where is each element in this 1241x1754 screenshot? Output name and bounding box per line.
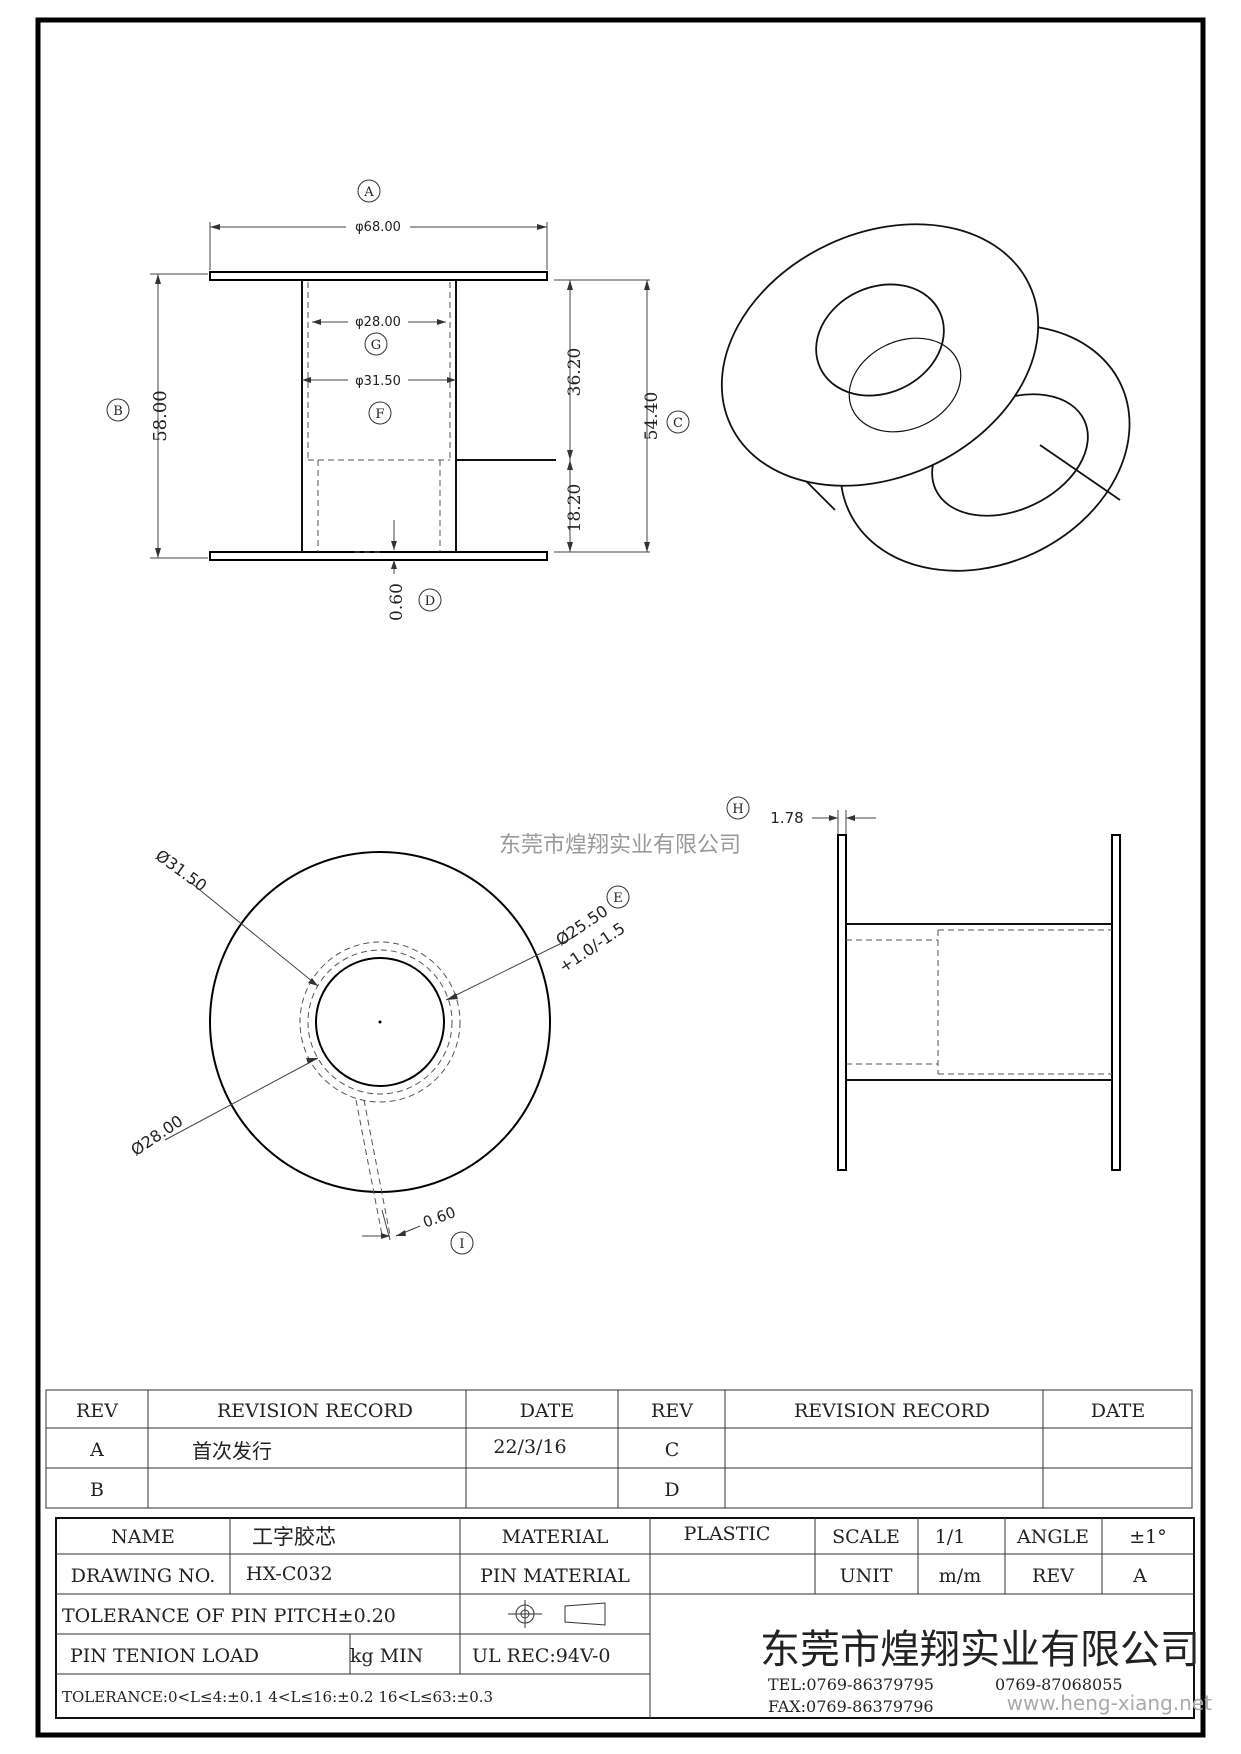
rev-value: A bbox=[1132, 1565, 1147, 1587]
title-block: NAME 工字胶芯 MATERIAL PLASTIC SCALE 1/1 ANG… bbox=[55, 1517, 1200, 1719]
sheet-border bbox=[35, 17, 1206, 1738]
isometric-view bbox=[720, 223, 1131, 572]
tolerance-text: TOLERANCE:0<L≤4:±0.1 4<L≤16:±0.2 16<L≤63… bbox=[62, 1688, 493, 1706]
rev-row-a-record: 首次发行 bbox=[192, 1439, 272, 1463]
rev-row-a-rev2: C bbox=[665, 1439, 680, 1461]
tag-h: H bbox=[732, 802, 743, 817]
tag-d: D bbox=[425, 594, 435, 609]
angle-value: ±1° bbox=[1129, 1526, 1167, 1548]
company-tel2: 0769-87068055 bbox=[995, 1675, 1123, 1694]
rev-header-5: REVISION RECORD bbox=[794, 1400, 990, 1422]
bottom-flange bbox=[209, 551, 548, 561]
site-watermark: www.heng-xiang.net bbox=[1007, 1691, 1213, 1715]
rev-row-b-rev2: D bbox=[664, 1479, 679, 1501]
rev-row-a-rev: A bbox=[89, 1439, 104, 1461]
tag-i: I bbox=[459, 1237, 464, 1252]
dim-f-value: φ31.50 bbox=[355, 374, 401, 389]
rev-row-a-date: 22/3/16 bbox=[493, 1436, 566, 1458]
rev-row-b-rev: B bbox=[90, 1479, 104, 1501]
end-i-value: 0.60 bbox=[421, 1203, 459, 1231]
side-view: 1.78 H bbox=[726, 796, 1121, 1171]
pin-material-label: PIN MATERIAL bbox=[480, 1565, 630, 1587]
side-h-value: 1.78 bbox=[770, 809, 803, 827]
pin-tension-label: PIN TENION LOAD bbox=[70, 1645, 259, 1667]
name-value: 工字胶芯 bbox=[252, 1525, 336, 1549]
rev-header-2: REVISION RECORD bbox=[217, 1400, 413, 1422]
dim-g-value: φ28.00 bbox=[355, 315, 401, 330]
unit-value: m/m bbox=[939, 1565, 981, 1587]
dim-lower: 18.20 bbox=[565, 484, 585, 533]
drawing-no-value: HX-C032 bbox=[246, 1563, 333, 1585]
tag-c: C bbox=[673, 416, 683, 431]
rev-header-1: REV bbox=[76, 1400, 118, 1422]
rev-label: REV bbox=[1032, 1565, 1074, 1587]
end-view: Ø31.50 Ø28.00 Ø25.50 +1.0/-1.5 E 0.60 I bbox=[127, 846, 630, 1255]
rev-header-3: DATE bbox=[520, 1400, 574, 1422]
revision-table: REV REVISION RECORD DATE REV REVISION RE… bbox=[45, 1389, 1193, 1509]
company-name: 东莞市煌翔实业有限公司 bbox=[760, 1627, 1200, 1673]
top-flange bbox=[209, 271, 548, 281]
rev-header-6: DATE bbox=[1091, 1400, 1145, 1422]
dim-upper: 36.20 bbox=[565, 348, 585, 397]
front-view: φ68.00 A φ28.00 G φ31.50 F 58.00 B 36.20… bbox=[106, 179, 690, 621]
tag-e: E bbox=[613, 891, 623, 906]
material-label: MATERIAL bbox=[502, 1526, 609, 1548]
tag-g: G bbox=[371, 338, 381, 353]
pin-tension-unit: kg MIN bbox=[350, 1645, 423, 1667]
tag-b: B bbox=[113, 404, 123, 419]
projection-symbol-icon bbox=[508, 1600, 606, 1628]
drawing-no-label: DRAWING NO. bbox=[71, 1565, 216, 1587]
scale-value: 1/1 bbox=[935, 1526, 966, 1548]
tag-a: A bbox=[363, 185, 374, 200]
unit-label: UNIT bbox=[840, 1565, 893, 1587]
angle-label: ANGLE bbox=[1016, 1526, 1089, 1548]
company-tel: TEL:0769-86379795 bbox=[768, 1675, 934, 1694]
tolerance-pitch: TOLERANCE OF PIN PITCH±0.20 bbox=[62, 1605, 396, 1627]
dim-a-value: φ68.00 bbox=[355, 220, 401, 235]
rev-header-4: REV bbox=[651, 1400, 693, 1422]
company-fax: FAX:0769-86379796 bbox=[768, 1697, 934, 1716]
end-outer-label: Ø31.50 bbox=[152, 846, 210, 896]
dim-c-value: 54.40 bbox=[642, 392, 662, 441]
watermark-text: 东莞市煌翔实业有限公司 bbox=[499, 833, 741, 858]
material-value: PLASTIC bbox=[684, 1523, 771, 1545]
end-inner-label: Ø28.00 bbox=[127, 1111, 186, 1159]
ul-rec: UL REC:94V-0 bbox=[472, 1645, 610, 1667]
dim-b-value: 58.00 bbox=[150, 390, 171, 442]
dim-d-value: 0.60 bbox=[387, 583, 407, 621]
tag-f: F bbox=[375, 407, 384, 422]
name-label: NAME bbox=[111, 1526, 175, 1548]
scale-label: SCALE bbox=[832, 1526, 900, 1548]
